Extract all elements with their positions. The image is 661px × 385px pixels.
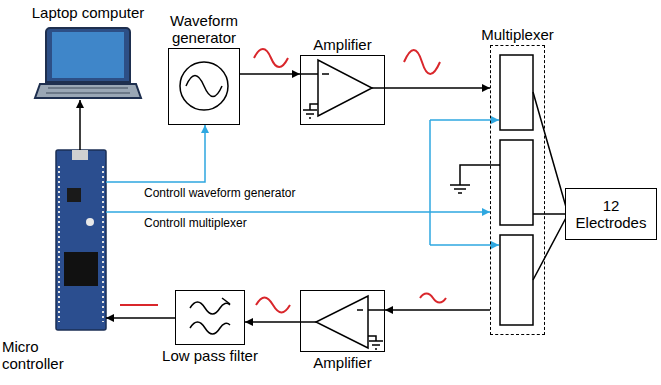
- low-pass-filter-box: Low pass filter: [175, 290, 245, 345]
- edge-label: Controll multiplexer: [142, 216, 249, 230]
- amplifier-wire: [300, 74, 385, 88]
- signal-wave: [254, 49, 288, 67]
- microcontroller: Micro controller: [56, 150, 106, 330]
- waveform-generator-box: Waveform generator: [168, 48, 240, 125]
- control-line: [106, 211, 490, 213]
- chip: [64, 252, 98, 286]
- filter-symbol: [190, 322, 230, 334]
- signal-arrow: [385, 309, 490, 311]
- node-label: Low pass filter: [162, 347, 258, 364]
- multiplexer-box: Multiplexer: [490, 45, 545, 335]
- signal-wave: [420, 294, 446, 303]
- signal-wave: [404, 50, 440, 74]
- switch-block: [500, 55, 533, 130]
- control-wire: [430, 119, 499, 121]
- laptop-display: [52, 32, 124, 78]
- control-wire: [430, 244, 499, 246]
- amplifier-symbol: [316, 296, 368, 348]
- node-label: 12 Electrodes: [566, 197, 656, 231]
- ground-symbol: [303, 104, 318, 118]
- signal-arrow: [245, 321, 300, 323]
- node-label: Micro controller: [2, 338, 74, 372]
- switch-block: [500, 140, 533, 225]
- amplifier-box: Amplifier: [300, 290, 385, 352]
- ground-symbol: [368, 336, 383, 349]
- signal-arrow: [79, 100, 81, 150]
- amplifier-wire: [300, 310, 385, 322]
- laptop-base: [35, 84, 141, 98]
- control-wire: [429, 120, 431, 245]
- node-label: Amplifier: [313, 354, 371, 371]
- ground-symbol: [450, 165, 500, 193]
- signal-arrow: [385, 87, 490, 89]
- signal-arrow: [106, 317, 175, 319]
- node-label: Multiplexer: [481, 26, 554, 43]
- usb-connector: [72, 150, 88, 160]
- signal-arrow: [545, 213, 565, 215]
- amplifier-symbol: [318, 60, 372, 116]
- laptop-screen: [46, 28, 130, 82]
- chip: [67, 188, 81, 202]
- sine-symbol: [186, 76, 222, 97]
- dc-signal: [120, 304, 158, 306]
- node-label: Amplifier: [313, 36, 371, 53]
- switch-block: [500, 235, 533, 325]
- control-line: [106, 125, 205, 182]
- microcontroller-board: [56, 150, 106, 330]
- node-label: Laptop computer: [32, 4, 145, 21]
- laptop-computer: Laptop computer: [34, 24, 142, 100]
- reset-button: [86, 218, 94, 226]
- signal-arrow: [240, 73, 300, 75]
- source-symbol: [180, 62, 228, 110]
- laptop-keyboard: [46, 88, 130, 93]
- electrodes-box: 12 Electrodes: [565, 188, 657, 240]
- edge-label: Controll waveform generator: [142, 186, 297, 200]
- amplifier-box: Amplifier: [300, 55, 385, 125]
- filter-symbol: [222, 298, 230, 304]
- node-label: Waveform generator: [159, 12, 249, 46]
- filter-symbol: [190, 302, 230, 314]
- header-pins: [59, 166, 103, 322]
- signal-wave: [256, 298, 290, 313]
- electrode-wire: [533, 92, 568, 280]
